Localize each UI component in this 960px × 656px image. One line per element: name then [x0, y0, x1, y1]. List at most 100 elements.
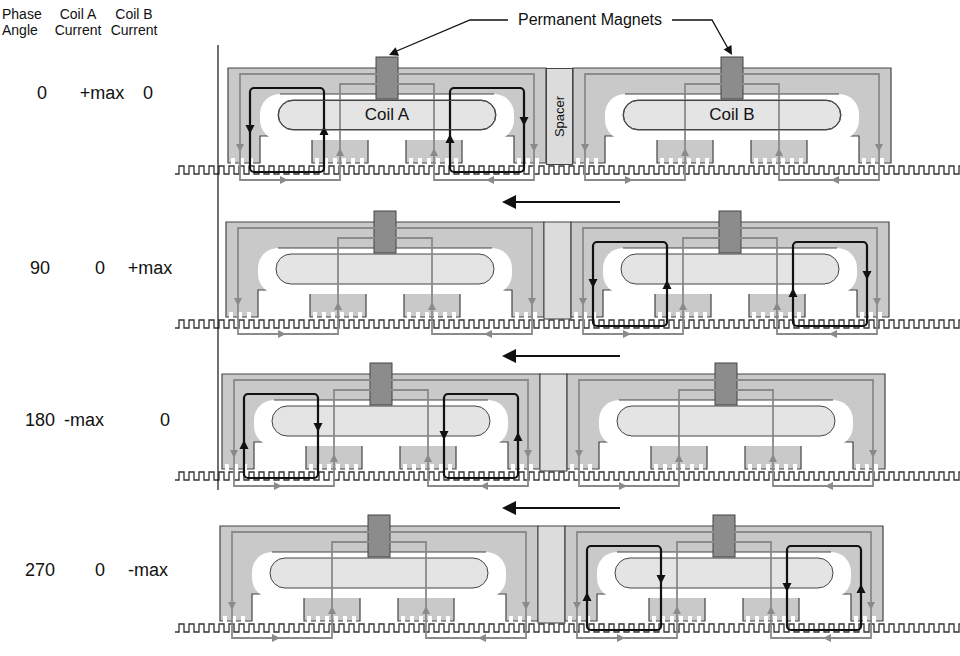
phase-angle: 90 [30, 258, 50, 279]
pole-tooth [336, 464, 340, 470]
cavity-outline [597, 552, 851, 598]
pole-tooth [340, 312, 344, 318]
pole-tooth [860, 312, 864, 318]
arrow-head [831, 176, 839, 184]
pole-tooth [315, 158, 319, 164]
flux-path [736, 228, 877, 334]
coil-winding [272, 406, 490, 436]
arrow-head [502, 349, 516, 363]
flux-path [732, 380, 873, 486]
pole-tooth [687, 158, 691, 164]
leader-line [392, 20, 508, 53]
motion-arrow [508, 201, 620, 203]
arrow-head [673, 606, 681, 614]
permanent-magnet [721, 57, 743, 99]
arrow-head [617, 634, 625, 642]
coil-flux-loop [787, 546, 861, 630]
pole-tooth [436, 158, 440, 164]
coil-current: 0 [95, 258, 105, 279]
pole-tooth [576, 158, 580, 164]
arrow-head [575, 450, 583, 458]
permanent-magnet [376, 57, 398, 99]
pole-tooth [681, 464, 685, 470]
pole-tooth [764, 616, 768, 622]
coil-flux-loop [244, 394, 318, 478]
pole-tooth [869, 312, 873, 318]
pole-tooth [748, 464, 752, 470]
flux-path [240, 74, 381, 180]
pole-tooth [791, 616, 795, 622]
arrow-head [679, 302, 687, 310]
cavity-outline [258, 248, 512, 294]
pole-tooth [874, 464, 878, 470]
arrow-head [502, 501, 516, 515]
flux-path [585, 74, 726, 180]
cavity-outline [605, 94, 859, 140]
cavity-outline [603, 248, 857, 294]
pole-tooth [676, 312, 680, 318]
pole-tooth [425, 312, 429, 318]
pole-tooth [342, 158, 346, 164]
arrow-head [236, 144, 244, 152]
arrow-head [769, 454, 777, 462]
flux-path [579, 380, 720, 486]
coil-current: 0 [160, 410, 170, 431]
pole-tooth [754, 158, 758, 164]
coil-flux-loop [793, 242, 867, 326]
arrow-head [524, 450, 532, 458]
pole-tooth [360, 158, 364, 164]
spacer-block [544, 222, 571, 319]
arrow-head [336, 148, 344, 156]
permanent-magnet [368, 515, 390, 557]
pole-tooth [334, 616, 338, 622]
pole-tooth [782, 616, 786, 622]
arrow-head [619, 482, 627, 490]
pole-tooth [863, 616, 867, 622]
pole-tooth [856, 464, 860, 470]
pole-tooth [878, 312, 882, 318]
node-text: Spacer [552, 96, 567, 137]
pole-tooth [247, 312, 251, 318]
cavity-outline [252, 552, 506, 598]
arrow-head [767, 606, 775, 614]
arrow-head [857, 584, 866, 593]
pole-tooth [309, 464, 313, 470]
pole-tooth [439, 464, 443, 470]
arrow-head [280, 176, 288, 184]
coil-cavity [605, 94, 859, 140]
arrow-head [675, 454, 683, 462]
coil-winding [276, 254, 494, 284]
node-text: Coil A [365, 105, 409, 125]
arrow-head [328, 606, 336, 614]
column-header: Coil B Current [106, 6, 162, 38]
pole-tooth [779, 312, 783, 318]
arrow-head [228, 602, 236, 610]
arrow-head [573, 602, 581, 610]
coil-winding [270, 558, 488, 588]
arrow-head [234, 298, 242, 306]
arrow-head [663, 280, 672, 289]
pole-tooth [594, 158, 598, 164]
pole-tooth [773, 616, 777, 622]
pole-tooth [694, 312, 698, 318]
flux-path [385, 532, 526, 638]
pole-tooth [427, 158, 431, 164]
permanent-magnet [370, 363, 392, 405]
arrow-head [486, 176, 494, 184]
pole-tooth [401, 616, 405, 622]
pole-tooth [862, 158, 866, 164]
pole-tooth [746, 616, 750, 622]
coil-winding [615, 558, 833, 588]
flux-path [232, 532, 373, 638]
arrow-head [773, 302, 781, 310]
coil-current: +max [128, 258, 173, 279]
arrow-head [522, 602, 530, 610]
coil-winding [278, 100, 496, 130]
pole-tooth [231, 158, 235, 164]
pole-tooth [755, 616, 759, 622]
arrow-head [825, 482, 833, 490]
arrow-head [875, 144, 883, 152]
pole-tooth [705, 158, 709, 164]
phase-angle: 0 [37, 83, 47, 104]
